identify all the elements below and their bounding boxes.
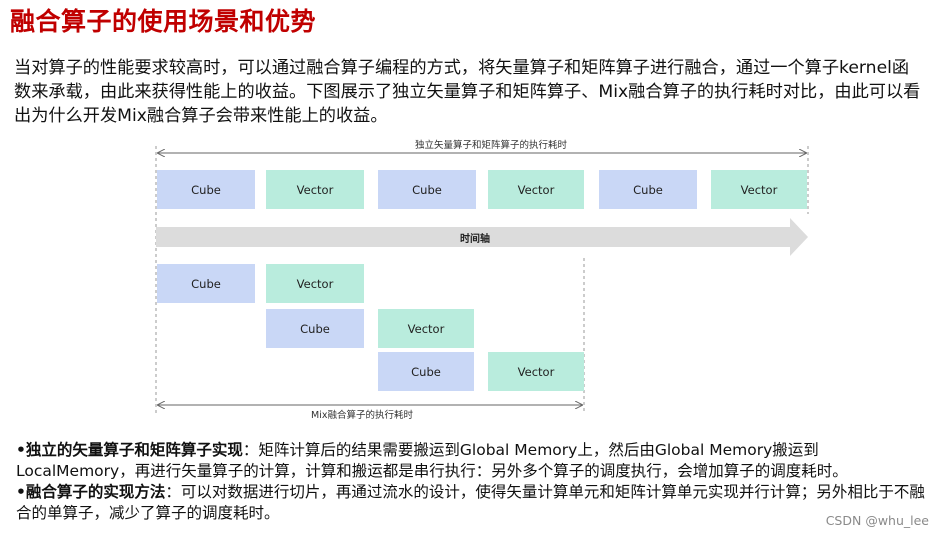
mix-block-2: Vector (266, 264, 364, 303)
bullet-heading: •融合算子的实现方法 (16, 483, 166, 501)
seq-block-5: Cube (599, 170, 697, 209)
bullet-item: •融合算子的实现方法：可以对数据进行切片，再通过流水的设计，使得矢量计算单元和矩… (16, 482, 934, 524)
bullet-text: ：可以对数据进行切片，再通过流水的设计，使得矢量计算单元和矩阵计算单元实现并行计… (16, 483, 925, 522)
seq-block-4: Vector (488, 170, 584, 209)
page-title: 融合算子的使用场景和优势 (10, 7, 317, 36)
mix-block-3: Cube (266, 309, 364, 348)
bullet-heading: •独立的矢量算子和矩阵算子实现 (16, 441, 243, 459)
time-axis-arrow (156, 218, 808, 256)
bullet-text: ：矩阵计算后的结果需要搬运到Global Memory上，然后由Global M… (16, 441, 848, 480)
intro-paragraph: 当对算子的性能要求较高时，可以通过融合算子编程的方式，将矢量算子和矩阵算子进行融… (14, 58, 921, 126)
seq-block-3: Cube (378, 170, 476, 209)
seq-block-6: Vector (711, 170, 807, 209)
mix-block-6: Vector (488, 352, 584, 391)
bottom-span-label: Mix融合算子的执行耗时 (307, 407, 417, 421)
top-span-label: 独立矢量算子和矩阵算子的执行耗时 (411, 137, 572, 151)
seq-block-2: Vector (266, 170, 364, 209)
bullet-item: •独立的矢量算子和矩阵算子实现：矩阵计算后的结果需要搬运到Global Memo… (16, 440, 934, 482)
explanation-bullets: •独立的矢量算子和矩阵算子实现：矩阵计算后的结果需要搬运到Global Memo… (16, 440, 934, 524)
watermark: CSDN @whu_lee (825, 513, 929, 528)
mix-block-1: Cube (157, 264, 255, 303)
time-axis-label: 时间轴 (460, 234, 490, 245)
seq-block-1: Cube (157, 170, 255, 209)
mix-block-5: Cube (378, 352, 474, 391)
mix-block-4: Vector (378, 309, 474, 348)
